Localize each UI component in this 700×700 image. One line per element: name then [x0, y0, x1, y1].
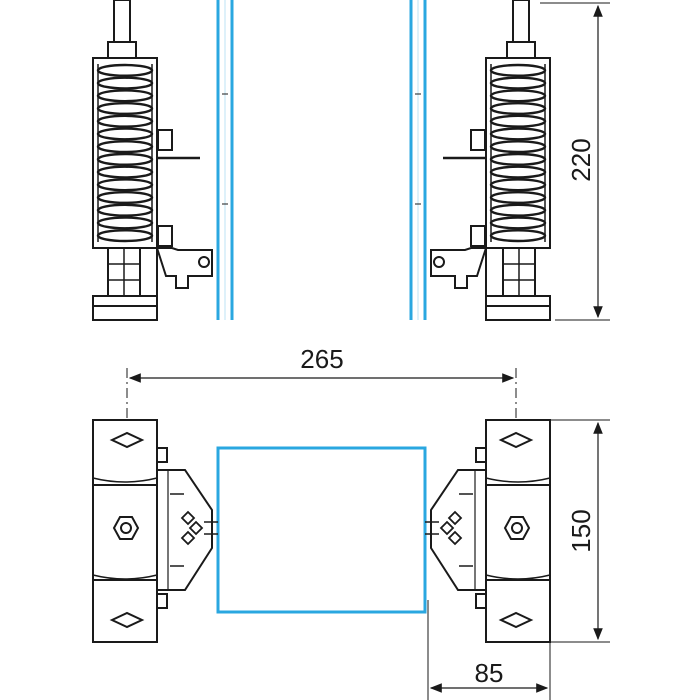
- dimension-label-85: 85: [475, 658, 504, 688]
- bracket-plan-right: [425, 419, 551, 643]
- hex-nut-icon: [112, 516, 140, 540]
- bracket-plan-left: [92, 419, 218, 643]
- side-view: 220: [92, 0, 610, 321]
- mounting-hole-icon: [109, 431, 145, 449]
- coil-spring-icon: [489, 63, 547, 243]
- bar-left: [216, 0, 234, 320]
- dimension-label-150: 150: [566, 509, 596, 552]
- dimension-label-265: 265: [300, 344, 343, 374]
- mounting-hole-icon: [498, 431, 534, 449]
- dimension-150: 150: [550, 419, 610, 643]
- bar-right: [409, 0, 427, 320]
- coil-spring-icon: [96, 63, 154, 243]
- mounting-hole-icon: [109, 611, 145, 629]
- dimension-220: 220: [540, 2, 610, 321]
- dimension-label-220: 220: [566, 138, 596, 181]
- plan-view: 265: [92, 344, 610, 700]
- load-outline: [216, 446, 427, 614]
- spring-support-left: [92, 0, 213, 321]
- mounting-hole-icon: [498, 611, 534, 629]
- hex-nut-icon: [503, 516, 531, 540]
- dimension-85: 85: [427, 600, 551, 700]
- spring-support-right: [430, 0, 551, 321]
